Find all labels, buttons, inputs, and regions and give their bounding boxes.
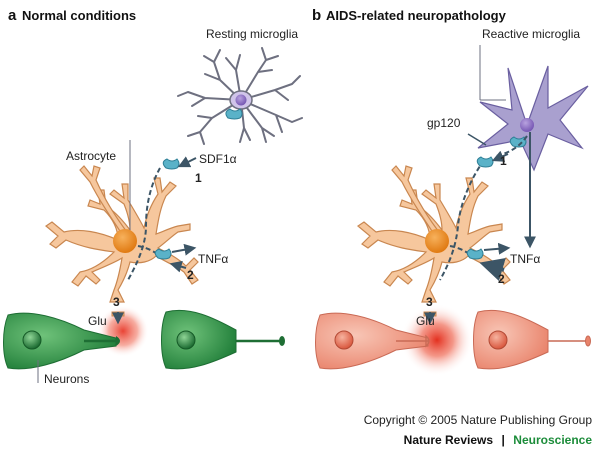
footer: Copyright © 2005 Nature Publishing Group…	[364, 413, 593, 448]
reactive-microglia-nucleus	[520, 118, 534, 132]
tnf-label-a: TNFα	[198, 252, 228, 266]
step-1-a: 1	[195, 171, 202, 185]
neurons-label: Neurons	[44, 372, 89, 386]
tnf-receptor-icon-a	[154, 248, 172, 260]
copyright-text: Copyright © 2005 Nature Publishing Group	[364, 413, 593, 427]
gp120-label: gp120	[427, 116, 461, 130]
journal-separator: |	[501, 433, 504, 447]
journal-section: Neuroscience	[513, 433, 592, 447]
gp120-receptor-icon	[509, 136, 527, 148]
microglia-receptor-icon	[225, 108, 243, 120]
signal-path-b-1	[439, 159, 485, 281]
step-2-a: 2	[187, 268, 194, 282]
astrocyte-nucleus-a	[113, 229, 137, 253]
tnf-arrow-a	[171, 243, 197, 256]
astrocyte-label: Astrocyte	[66, 149, 116, 163]
journal-name: Nature Reviews	[404, 433, 494, 447]
panel-b-title: AIDS-related neuropathology	[326, 8, 507, 23]
resting-microglia-label: Resting microglia	[206, 27, 298, 41]
sdf-arrow	[177, 156, 197, 168]
glutamate-glow-b	[401, 304, 473, 376]
sdf-label: SDF1α	[199, 152, 237, 166]
neuron-a-left	[3, 312, 120, 370]
panel-a: a Normal conditions Resting microglia As…	[3, 7, 303, 386]
step-3-b: 3	[426, 295, 433, 309]
neuron-b-right	[473, 309, 591, 370]
tnf-label-b: TNFα	[510, 252, 540, 266]
tnf-return-arrow-a	[169, 260, 187, 273]
tnf-return-arrow-b	[479, 258, 506, 282]
glu-label-a: Glu	[88, 314, 107, 328]
tnf-receptor-icon-b	[466, 248, 484, 260]
panel-b-letter: b	[312, 7, 321, 24]
microglia-nucleus	[235, 94, 247, 106]
gp120-leader	[467, 133, 487, 146]
panel-a-title: Normal conditions	[22, 8, 136, 23]
step-1-b: 1	[500, 154, 507, 168]
astrocyte-nucleus-b	[425, 229, 449, 253]
neuron-a-right	[161, 309, 285, 370]
resting-microglia-cell	[177, 47, 303, 145]
step-2-b: 2	[498, 272, 505, 286]
arrow-1-b	[491, 150, 509, 162]
sdf-receptor-icon	[162, 158, 180, 170]
reactive-microglia-cell	[477, 65, 589, 172]
neuron-b-left	[315, 312, 430, 370]
panel-a-letter: a	[8, 7, 17, 24]
panel-b: b AIDS-related neuropathology Reactive m…	[312, 7, 591, 376]
receptor-1-icon-b	[476, 156, 494, 168]
reactive-microglia-label: Reactive microglia	[482, 27, 580, 41]
journal-credit: Nature Reviews | Neuroscience	[404, 431, 593, 448]
tnf-arrow-b	[483, 242, 511, 255]
step-3-a: 3	[113, 295, 120, 309]
signal-path-a-1	[127, 167, 161, 281]
glu-label-b: Glu	[416, 314, 435, 328]
